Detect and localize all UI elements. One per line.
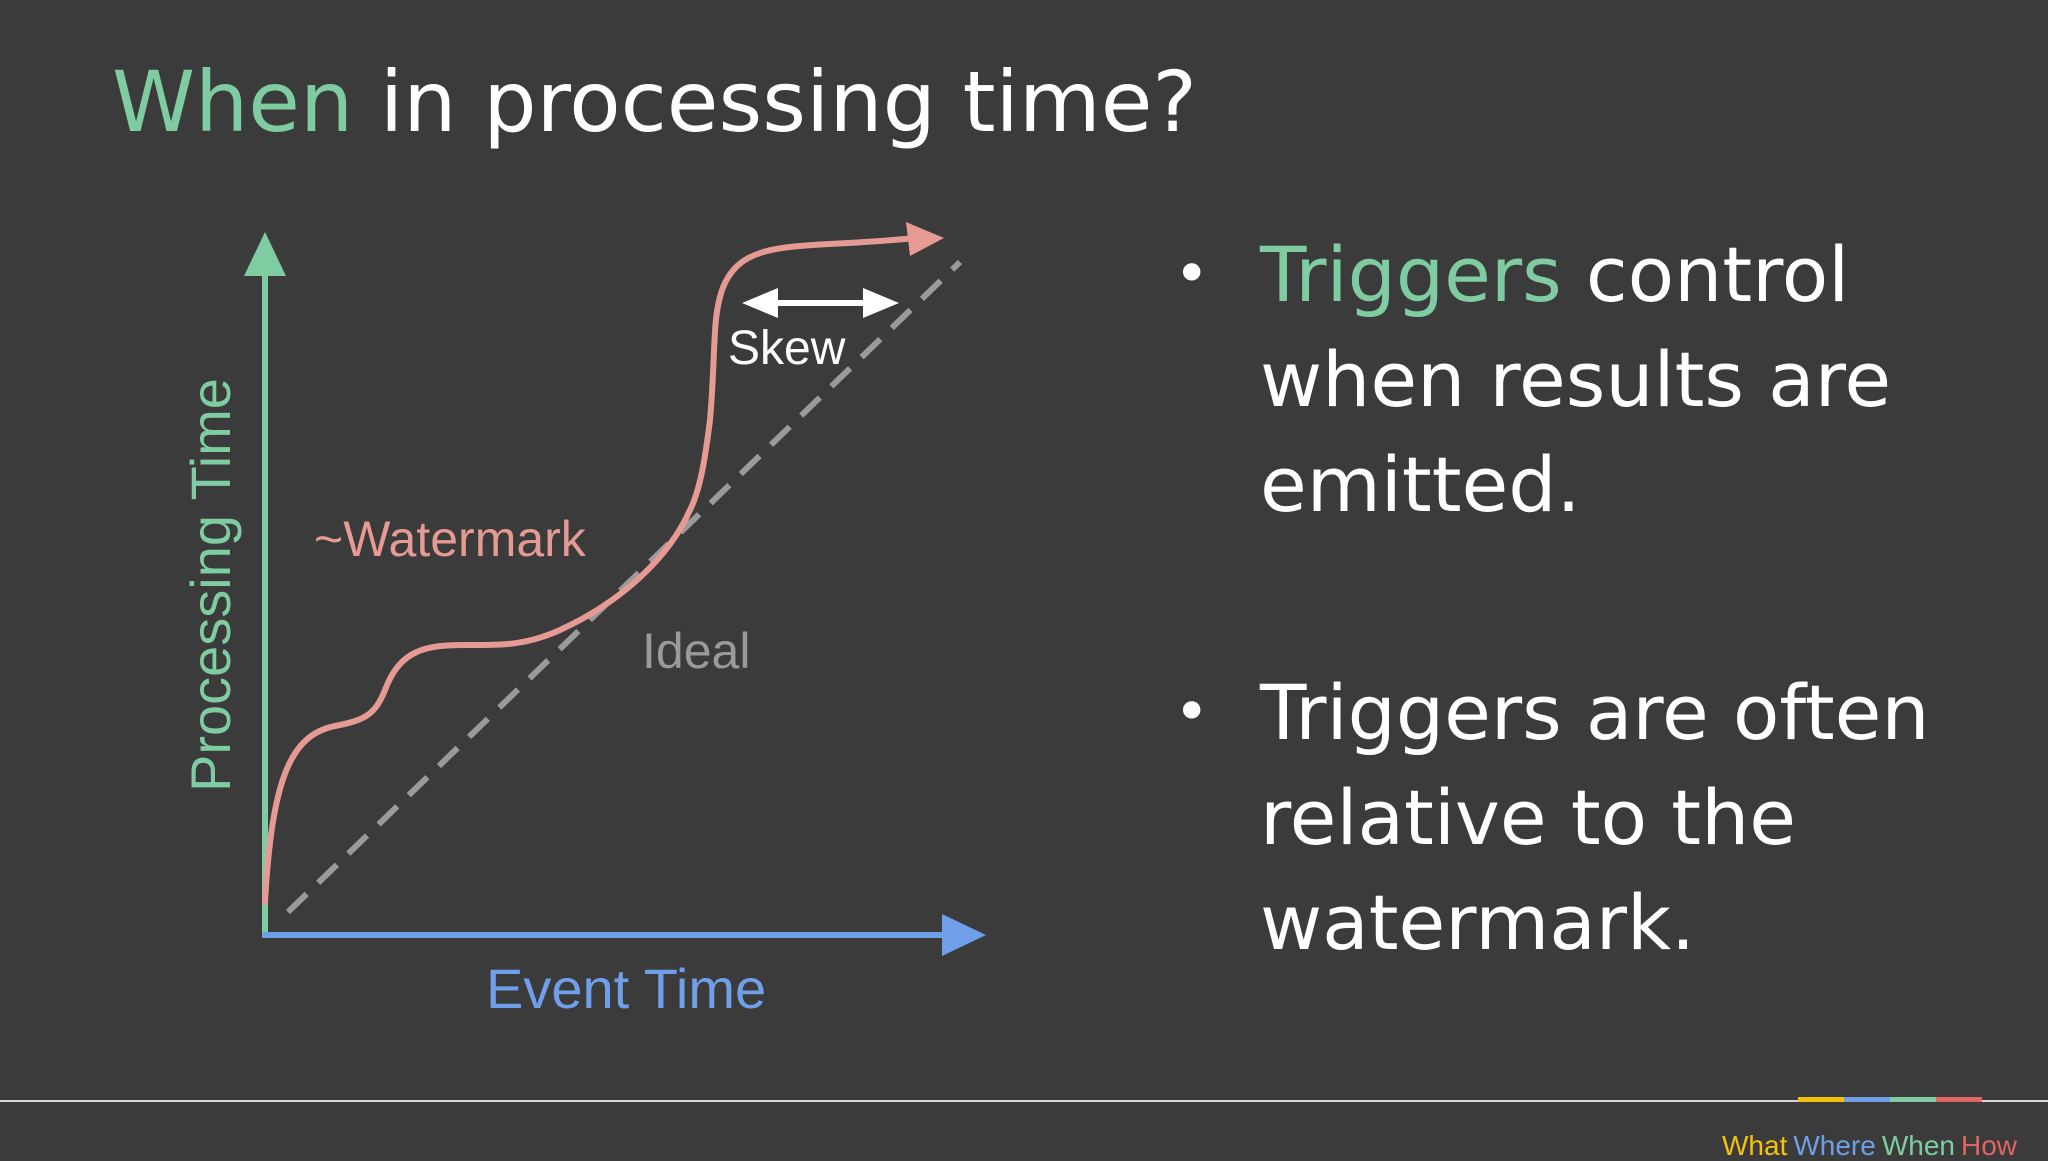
ideal-label: Ideal bbox=[642, 623, 750, 679]
bullet-item: • Triggers are often relative to the wat… bbox=[1160, 660, 2020, 975]
footer-stripe-red bbox=[1936, 1097, 1982, 1102]
bullet-item: • Triggers control when results are emit… bbox=[1160, 222, 2020, 537]
footer-nav-where: Where bbox=[1793, 1130, 1876, 1161]
watermark-curve bbox=[262, 235, 918, 905]
slide-title: When in processing time? bbox=[112, 52, 1197, 153]
bullet-text: control when results are emitted. bbox=[1260, 230, 1892, 529]
skew-label: Skew bbox=[728, 322, 846, 375]
bullet-dot-icon: • bbox=[1174, 239, 1210, 309]
bullet-dot-icon: • bbox=[1174, 677, 1210, 747]
ideal-line bbox=[285, 259, 963, 915]
event-time-label: Event Time bbox=[486, 957, 766, 1020]
footer-nav-when: When bbox=[1881, 1130, 1955, 1161]
footer-nav-what: What bbox=[1722, 1130, 1788, 1161]
y-axis-arrow-icon bbox=[244, 232, 286, 276]
footer-stripe-yellow bbox=[1798, 1097, 1844, 1102]
title-rest: in processing time? bbox=[353, 53, 1197, 151]
footer-stripe-blue bbox=[1844, 1097, 1890, 1102]
footer-divider bbox=[0, 1100, 2048, 1102]
skew-arrow-right-icon bbox=[863, 288, 899, 318]
processing-time-label: Processing Time bbox=[179, 378, 242, 792]
x-axis-arrow-icon bbox=[942, 914, 986, 956]
bullet-text: Triggers are often relative to the water… bbox=[1260, 668, 1930, 967]
title-highlight: When bbox=[112, 53, 354, 151]
bullet-highlight: Triggers bbox=[1260, 230, 1562, 319]
bullet-list: • Triggers control when results are emit… bbox=[1160, 222, 2020, 975]
footer-nav-how: How bbox=[1960, 1130, 2017, 1161]
watermark-label: ~Watermark bbox=[314, 511, 587, 567]
footer-stripe-green bbox=[1890, 1097, 1936, 1102]
skew-arrow-left-icon bbox=[742, 288, 778, 318]
watermark-arrow-icon bbox=[906, 222, 944, 256]
